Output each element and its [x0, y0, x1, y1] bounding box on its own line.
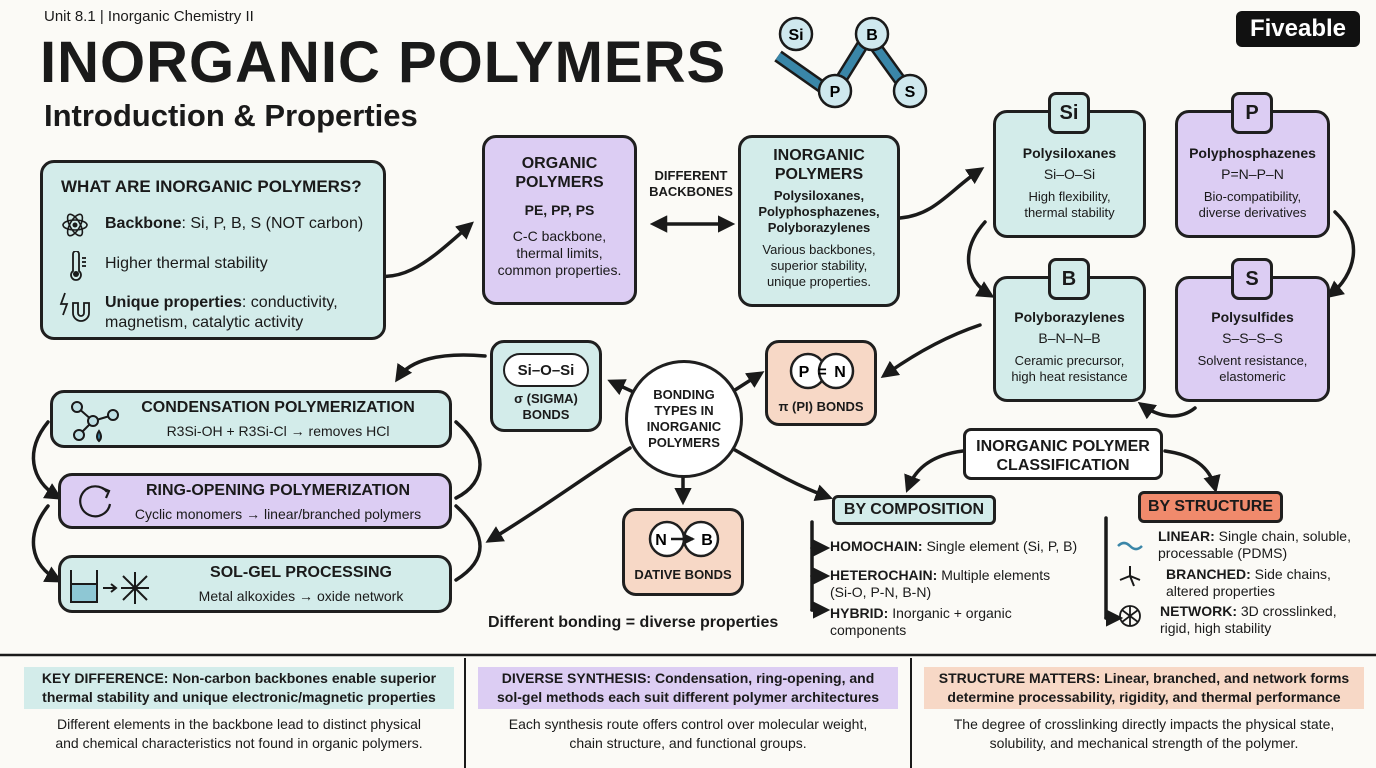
- unique-properties-item: Unique properties: conductivity,magnetis…: [105, 294, 338, 331]
- svg-text:N: N: [655, 532, 667, 549]
- family-formula: Si–O–Si: [1043, 166, 1096, 182]
- beaker-network-icon: [70, 570, 149, 604]
- summary-body: Different elements in the backbone lead …: [55, 716, 423, 751]
- family-formula: P=N–P–N: [1221, 166, 1284, 182]
- structure-linear: LINEAR: Single chain, soluble,processabl…: [1158, 528, 1351, 561]
- sigma-bond-card: Si–O–Si σ (SIGMA)BONDS: [490, 340, 602, 432]
- svg-text:S: S: [905, 84, 916, 101]
- family-name: Polysulfides: [1211, 309, 1294, 325]
- page-subtitle: Introduction & Properties: [44, 98, 418, 133]
- synthesis-condensation: CONDENSATION POLYMERIZATION R3Si-OH + R3…: [50, 390, 452, 448]
- definition-heading: WHAT ARE INORGANIC POLYMERS?: [61, 177, 362, 196]
- organic-desc: C-C backbone,thermal limits,common prope…: [497, 228, 622, 278]
- inorganic-desc: Various backbones,superior stability,uni…: [762, 242, 876, 289]
- unit-label: Unit 8.1 | Inorganic Chemistry II: [44, 8, 254, 25]
- structure-network: NETWORK: 3D crosslinked,rigid, high stab…: [1160, 603, 1337, 636]
- structure-branched: BRANCHED: Side chains,altered properties: [1166, 566, 1331, 599]
- summary-structure-matters: STRUCTURE MATTERS: Linear, branched, and…: [924, 667, 1364, 753]
- summary-diverse-synthesis: DIVERSE SYNTHESIS: Condensation, ring-op…: [478, 667, 898, 753]
- summary-key-difference: KEY DIFFERENCE: Non-carbon backbones ena…: [24, 667, 454, 753]
- by-composition-title: BY COMPOSITION: [843, 501, 985, 518]
- by-structure-box: BY STRUCTURE: [1138, 491, 1283, 523]
- synthesis-desc: Metal alkoxides → oxide network: [198, 588, 404, 604]
- summary-heading: DIVERSE SYNTHESIS: Condensation, ring-op…: [478, 667, 898, 709]
- family-name: Polysiloxanes: [1022, 145, 1117, 161]
- composition-homochain: HOMOCHAIN: Single element (Si, P, B): [830, 538, 1078, 554]
- summary-heading: KEY DIFFERENCE: Non-carbon backbones ena…: [24, 667, 454, 709]
- summary-body: Each synthesis route offers control over…: [508, 716, 868, 751]
- ring-arrow-icon: [79, 485, 112, 518]
- definition-box: WHAT ARE INORGANIC POLYMERS? Backbone: S…: [40, 160, 386, 340]
- svg-text:B: B: [866, 27, 878, 44]
- family-symbol-s: S: [1231, 258, 1273, 300]
- family-symbol-b: B: [1048, 258, 1090, 300]
- synthesis-title: CONDENSATION POLYMERIZATION: [141, 399, 415, 416]
- synthesis-sol-gel: SOL-GEL PROCESSING Metal alkoxides → oxi…: [58, 555, 452, 613]
- lightning-magnet-icon: [59, 291, 93, 330]
- atom-icon: [61, 211, 89, 244]
- pi-label: π (PI) BONDS: [778, 399, 864, 414]
- family-formula: B–N–N–B: [1038, 330, 1101, 346]
- structure-icons: [1117, 541, 1143, 627]
- svg-text:P: P: [799, 364, 810, 381]
- svg-text:N: N: [834, 364, 846, 381]
- molecule-drops-icon: [71, 401, 119, 443]
- branched-chain-icon: [1119, 566, 1141, 587]
- family-name: Polyborazylenes: [1014, 309, 1125, 325]
- synthesis-desc: R3Si-OH + R3Si-Cl → removes HCl: [166, 423, 390, 439]
- sigma-label: σ (SIGMA)BONDS: [514, 391, 578, 422]
- thermal-item: Higher thermal stability: [105, 255, 268, 272]
- molecule-chain-icon: Si P B S: [774, 16, 928, 109]
- sigma-diagram: Si–O–Si: [503, 353, 589, 387]
- family-desc: Bio-compatibility,diverse derivatives: [1198, 189, 1307, 220]
- bonding-footer: Different bonding = diverse properties: [488, 614, 779, 631]
- backbone-item: Backbone: Si, P, B, S (NOT carbon): [105, 215, 364, 232]
- composition-heterochain: HETEROCHAIN: Multiple elements(Si-O, P-N…: [830, 567, 1051, 600]
- network-icon: [1119, 605, 1141, 627]
- svg-text:B: B: [701, 532, 713, 549]
- svg-text:P: P: [830, 84, 841, 101]
- family-symbol-si: Si: [1048, 92, 1090, 134]
- summary-body: The degree of crosslinking directly impa…: [953, 716, 1335, 751]
- by-structure-title: BY STRUCTURE: [1147, 498, 1274, 515]
- family-name: Polyphosphazenes: [1189, 145, 1316, 161]
- dative-bond-card: N B DATIVE BONDS: [622, 508, 744, 596]
- family-desc: High flexibility,thermal stability: [1024, 189, 1115, 220]
- family-desc: Ceramic precursor,high heat resistance: [1011, 353, 1128, 384]
- by-composition-box: BY COMPOSITION: [832, 495, 996, 525]
- pi-bond-diagram: P = N: [789, 352, 855, 390]
- summary-heading: STRUCTURE MATTERS: Linear, branched, and…: [924, 667, 1364, 709]
- organic-examples: PE, PP, PS: [524, 202, 595, 218]
- svg-text:=: =: [817, 364, 826, 381]
- family-symbol-p: P: [1231, 92, 1273, 134]
- family-desc: Solvent resistance,elastomeric: [1197, 353, 1308, 384]
- svg-text:Si: Si: [788, 27, 803, 44]
- brand-logo: Fiveable: [1236, 11, 1360, 47]
- page-title: INORGANIC POLYMERS: [40, 30, 727, 95]
- family-formula: S–S–S–S: [1222, 330, 1283, 346]
- synthesis-title: SOL-GEL PROCESSING: [210, 564, 392, 581]
- synthesis-desc: Cyclic monomers → linear/branched polyme…: [134, 506, 422, 522]
- thermometer-icon: [65, 250, 89, 286]
- dative-bond-diagram: N B: [648, 520, 720, 558]
- inorganic-examples: Polysiloxanes,Polyphosphazenes,Polyboraz…: [758, 188, 880, 235]
- synthesis-title: RING-OPENING POLYMERIZATION: [145, 482, 410, 499]
- pi-bond-card: P = N π (PI) BONDS: [765, 340, 877, 426]
- dative-label: DATIVE BONDS: [634, 567, 732, 582]
- linear-chain-icon: [1117, 541, 1143, 551]
- synthesis-ring-opening: RING-OPENING POLYMERIZATION Cyclic monom…: [58, 473, 452, 529]
